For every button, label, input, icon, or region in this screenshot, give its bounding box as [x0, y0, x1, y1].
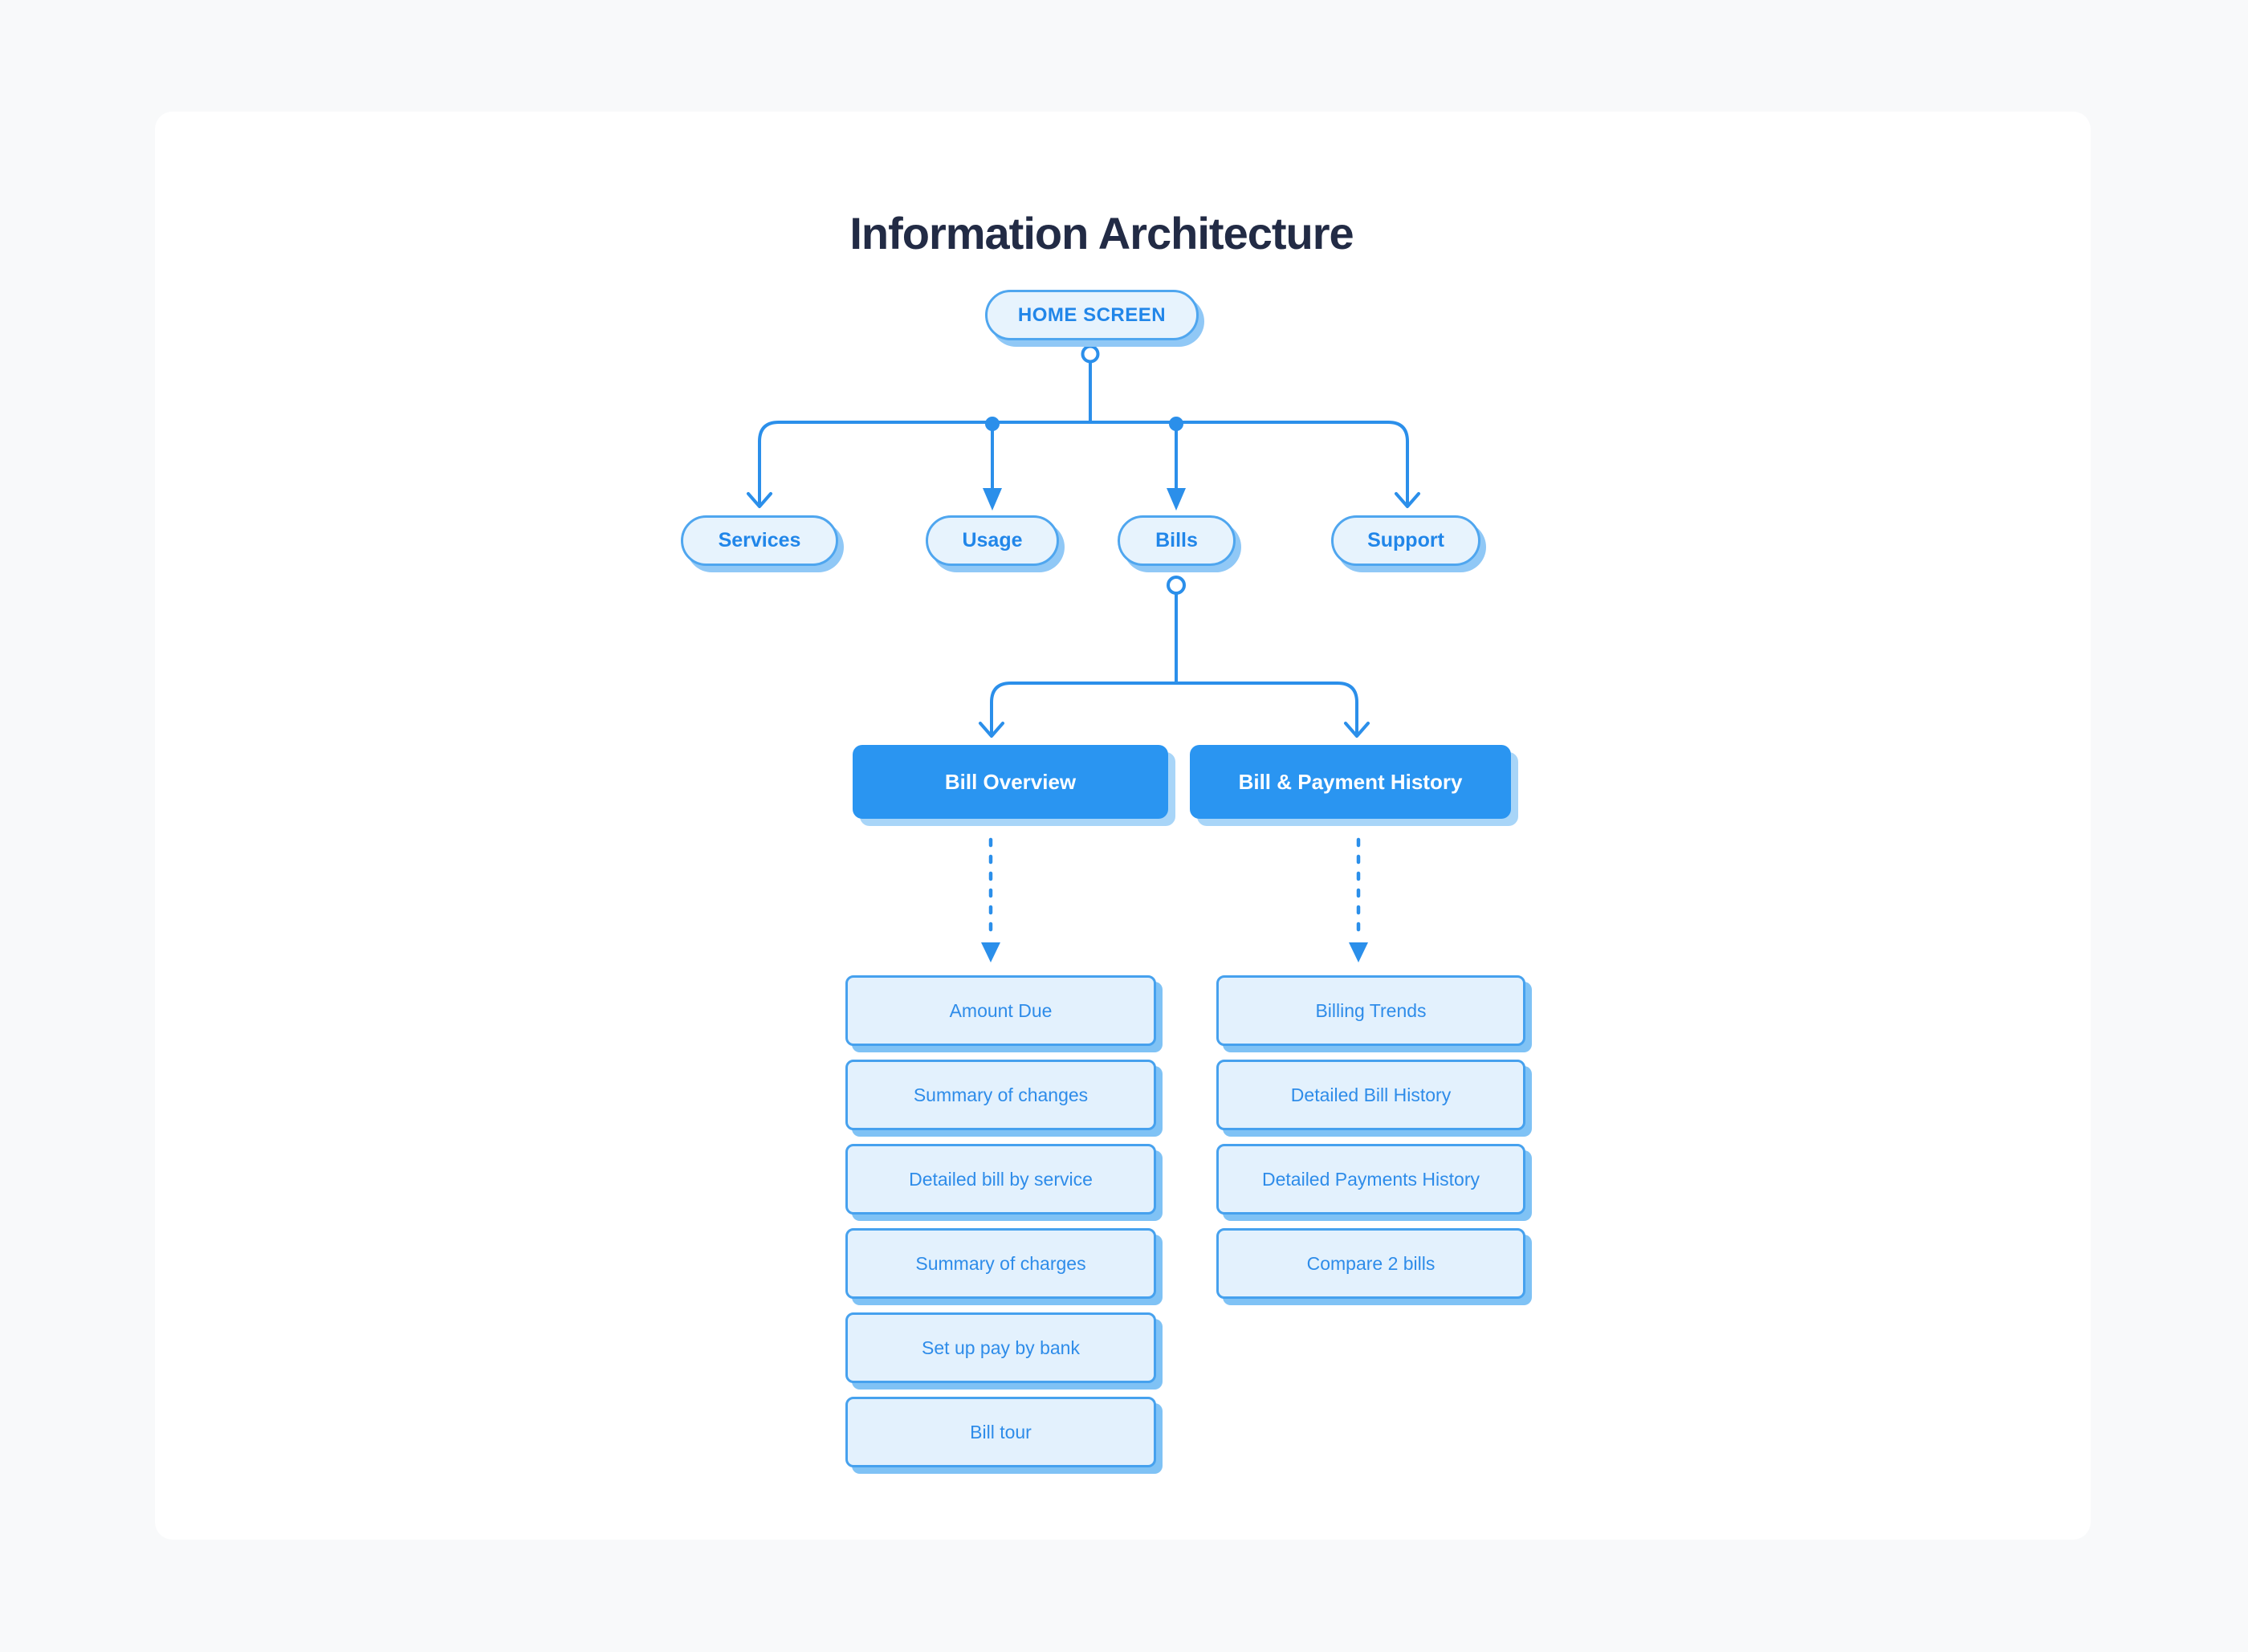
- node-bill-overview-label: Bill Overview: [944, 769, 1077, 794]
- node-usage: Usage: [926, 515, 1059, 566]
- list-item-bill-tour: Bill tour: [845, 1397, 1156, 1467]
- list-item-detailed-bill-by-service: Detailed bill by service: [845, 1144, 1156, 1215]
- list-item-detailed-bill-by-service-label: Detailed bill by service: [909, 1168, 1093, 1190]
- diagram-card: [155, 112, 2091, 1540]
- list-item-amount-due-label: Amount Due: [949, 999, 1053, 1021]
- list-item-summary-of-changes: Summary of changes: [845, 1060, 1156, 1130]
- list-item-billing-trends: Billing Trends: [1216, 975, 1525, 1046]
- list-item-compare-2-bills: Compare 2 bills: [1216, 1228, 1525, 1299]
- page-title: Information Architecture: [849, 208, 1354, 258]
- node-bill-overview: Bill Overview: [853, 745, 1168, 819]
- list-item-summary-of-charges-label: Summary of charges: [915, 1252, 1086, 1274]
- node-bills: Bills: [1118, 515, 1236, 566]
- list-item-set-up-pay-by-bank: Set up pay by bank: [845, 1312, 1156, 1383]
- list-item-set-up-pay-by-bank-label: Set up pay by bank: [922, 1337, 1080, 1358]
- node-services: Services: [681, 515, 838, 566]
- list-item-detailed-bill-history-label: Detailed Bill History: [1290, 1084, 1452, 1105]
- list-item-billing-trends-label: Billing Trends: [1315, 999, 1427, 1021]
- node-bill-payment-history-label: Bill & Payment History: [1238, 769, 1463, 794]
- list-item-amount-due: Amount Due: [845, 975, 1156, 1046]
- node-support: Support: [1331, 515, 1480, 566]
- list-item-summary-of-changes-label: Summary of changes: [913, 1084, 1089, 1105]
- list-item-compare-2-bills-label: Compare 2 bills: [1306, 1252, 1436, 1274]
- list-item-detailed-payments-history-label: Detailed Payments History: [1262, 1168, 1480, 1190]
- node-home-screen: HOME SCREEN: [985, 290, 1199, 340]
- node-bill-payment-history: Bill & Payment History: [1190, 745, 1511, 819]
- node-support-label: Support: [1367, 529, 1444, 551]
- node-home-screen-label: HOME SCREEN: [1017, 303, 1167, 326]
- node-services-label: Services: [718, 529, 801, 551]
- list-item-detailed-bill-history: Detailed Bill History: [1216, 1060, 1525, 1130]
- list-item-detailed-payments-history: Detailed Payments History: [1216, 1144, 1525, 1215]
- list-item-bill-tour-label: Bill tour: [970, 1421, 1032, 1442]
- node-bills-label: Bills: [1155, 529, 1198, 551]
- list-item-summary-of-charges: Summary of charges: [845, 1228, 1156, 1299]
- node-usage-label: Usage: [962, 529, 1023, 551]
